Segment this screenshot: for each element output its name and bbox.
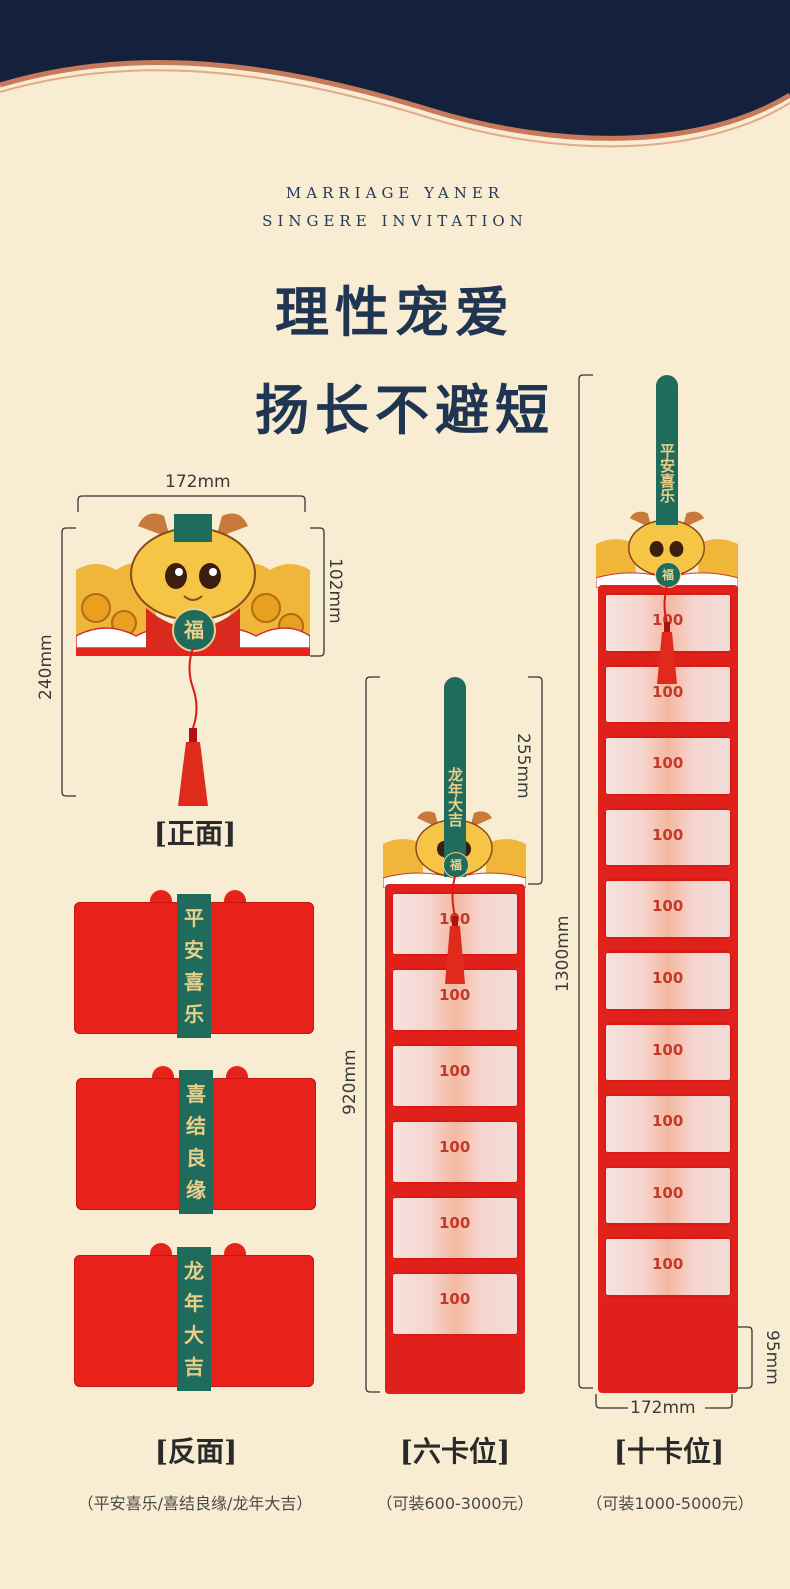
six-top-label: 255mm [513, 733, 533, 799]
dragon-illustration [75, 513, 311, 656]
banknote-value: 100 [652, 1112, 684, 1131]
back-band-2: 喜结良缘 [179, 1070, 213, 1214]
banknote-value: 100 [652, 611, 684, 629]
ten-section-label: [十卡位] [613, 1435, 725, 1468]
ten-stick: 平安喜乐 [656, 375, 678, 525]
banknote-slot: 100 [391, 1044, 519, 1108]
fu-medallion: 福 [172, 608, 216, 652]
banknote-slot: 100 [391, 1120, 519, 1184]
front-width-label: 172mm [165, 472, 231, 492]
banknote-slot: 100 [604, 1165, 732, 1226]
banknote-value: 100 [439, 1138, 471, 1156]
six-fu-medallion: 福 [443, 852, 469, 878]
banknote-slot: 100 [604, 879, 732, 939]
tassel [178, 648, 208, 806]
back-section-label: [反面] [154, 1435, 238, 1468]
banknote-value: 100 [652, 969, 684, 987]
banknote-slot: 100 [604, 807, 732, 868]
banknote-slot: 100 [604, 736, 732, 796]
ten-caption: （可装1000-5000元） [586, 1494, 754, 1513]
banknote-slot: 100 [604, 1022, 732, 1083]
banknote-slot: 100 [604, 1237, 732, 1297]
headline-1: 理性宠爱 [275, 280, 515, 344]
back-caption: （平安喜乐/喜结良缘/龙年大吉） [77, 1494, 313, 1513]
banknote-value: 100 [439, 1062, 471, 1080]
banknote-value: 100 [652, 1040, 684, 1059]
banknote-value: 100 [439, 1290, 471, 1308]
front-height-label: 102mm [325, 558, 345, 624]
subtitle-line-2: SINGERE INVITATION [262, 212, 528, 230]
front-band [174, 514, 212, 542]
banknote-value: 100 [652, 754, 684, 773]
headline-2: 扬长不避短 [255, 378, 555, 442]
front-section-label: [正面] [153, 817, 237, 850]
six-section-label: [六卡位] [399, 1435, 511, 1468]
banknote-value: 100 [652, 1255, 684, 1274]
back-envelope-1: 平安喜乐 [74, 890, 314, 1038]
six-tassel [445, 876, 465, 984]
six-caption: （可装600-3000元） [376, 1494, 534, 1513]
banknote-value: 100 [439, 986, 471, 1004]
ten-bottom-label: 95mm [762, 1330, 782, 1385]
ten-width-label: 172mm [630, 1398, 696, 1418]
subtitle-line-1: MARRIAGE YANER [285, 184, 505, 202]
banknote-slot: 100 [391, 1196, 519, 1260]
ten-tassel [657, 586, 677, 684]
front-length-label: 240mm [36, 634, 56, 700]
back-envelope-2: 喜结良缘 [76, 1066, 316, 1214]
six-stick: 龙年大吉 [444, 677, 466, 877]
six-length-label: 920mm [340, 1049, 360, 1115]
ten-fu-medallion: 福 [655, 562, 681, 588]
back-envelope-3: 龙年大吉 [74, 1243, 314, 1391]
banknote-slot: 100 [604, 1094, 732, 1154]
banknote-value: 100 [652, 897, 684, 916]
back-band-1: 平安喜乐 [177, 894, 211, 1038]
banknote-value: 100 [652, 825, 684, 844]
ten-length-label: 1300mm [553, 915, 573, 992]
banknote-value: 100 [652, 1183, 684, 1202]
banknote-slot: 100 [604, 951, 732, 1011]
header-wave-decoration [0, 0, 790, 148]
front-envelope: 福 [75, 508, 311, 806]
banknote-slot: 100 [391, 1272, 519, 1336]
back-band-3: 龙年大吉 [177, 1247, 211, 1391]
banknote-value: 100 [652, 682, 684, 701]
banknote-value: 100 [439, 1214, 471, 1232]
